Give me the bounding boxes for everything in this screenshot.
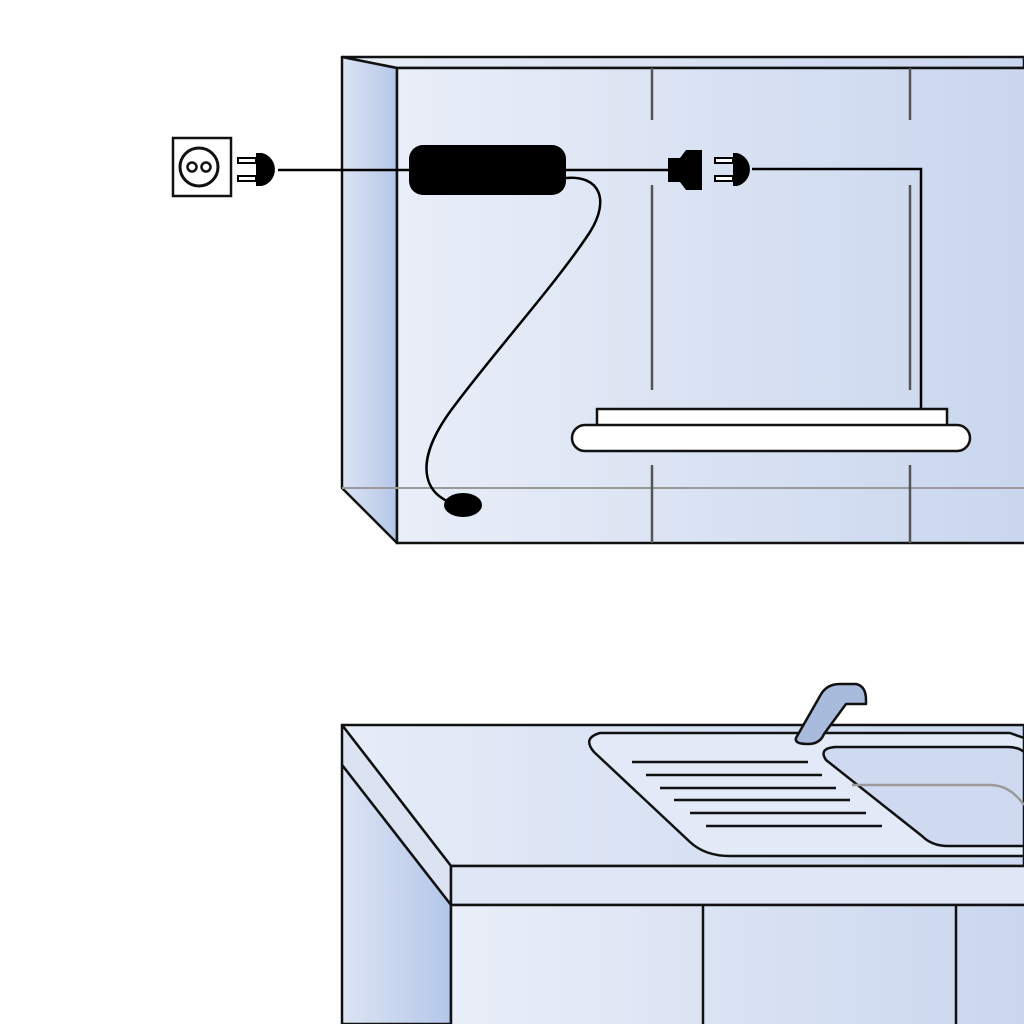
plug-icon xyxy=(237,153,275,186)
base-cabinet-front xyxy=(449,903,1024,1024)
cabinet-door-seams xyxy=(650,68,912,543)
lamp-cable xyxy=(752,167,923,412)
transformer-icon xyxy=(409,145,566,195)
base-cabinet-side xyxy=(340,763,453,1024)
switch-cable xyxy=(425,176,602,507)
plug-icon xyxy=(714,153,750,186)
wiring xyxy=(171,136,923,517)
base-cabinet xyxy=(340,682,1024,1024)
cabinet-front-face xyxy=(395,66,1024,545)
sink-icon xyxy=(587,731,1024,858)
cabinet-top-face xyxy=(340,55,1024,70)
cabinet-side-face xyxy=(340,55,399,545)
counter-front-edge xyxy=(449,864,1024,907)
wall-socket-icon xyxy=(171,136,233,198)
switch-puck-icon xyxy=(444,493,482,517)
under-cabinet-light xyxy=(570,407,972,453)
faucet-icon xyxy=(794,682,868,746)
connector-icon xyxy=(668,150,702,190)
drainboard-ribs xyxy=(632,760,882,828)
